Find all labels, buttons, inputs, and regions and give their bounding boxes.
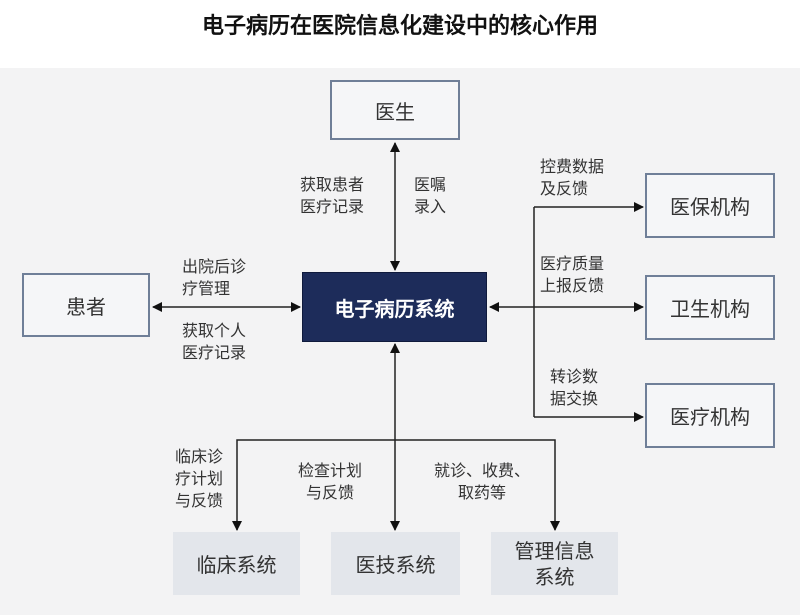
to-mis-arrow <box>395 439 560 531</box>
label-orders-entry: 医嘱 录入 <box>414 175 447 216</box>
doctor-node: 医生 <box>330 80 460 140</box>
emr-system-node: 电子病历系统 <box>302 272 487 342</box>
label-visit-fee: 就诊、收费、 取药等 <box>434 461 531 502</box>
health-node: 卫生机构 <box>645 275 775 340</box>
medical-node: 医疗机构 <box>645 383 775 448</box>
medtech-system-node: 医技系统 <box>331 532 460 595</box>
mis-system-node: 管理信息 系统 <box>491 532 618 595</box>
label-quality-report: 医疗质量 上报反馈 <box>540 254 605 295</box>
label-referral: 转诊数 据交换 <box>550 367 599 408</box>
label-clinical-plan: 临床诊 疗计划 与反馈 <box>175 447 224 510</box>
insurance-node: 医保机构 <box>645 173 775 238</box>
diagram-title: 电子病历在医院信息化建设中的核心作用 <box>201 14 598 39</box>
label-get-personal-records: 获取个人 医疗记录 <box>182 321 247 362</box>
patient-node: 患者 <box>22 273 150 337</box>
label-exam-plan: 检查计划 与反馈 <box>298 461 363 502</box>
label-cost-control: 控费数据 及反馈 <box>540 157 605 198</box>
label-get-patient-records: 获取患者 医疗记录 <box>300 175 365 216</box>
to-clinical-arrow <box>232 439 395 531</box>
label-post-discharge: 出院后诊 疗管理 <box>182 257 247 298</box>
clinical-system-node: 临床系统 <box>173 532 300 595</box>
